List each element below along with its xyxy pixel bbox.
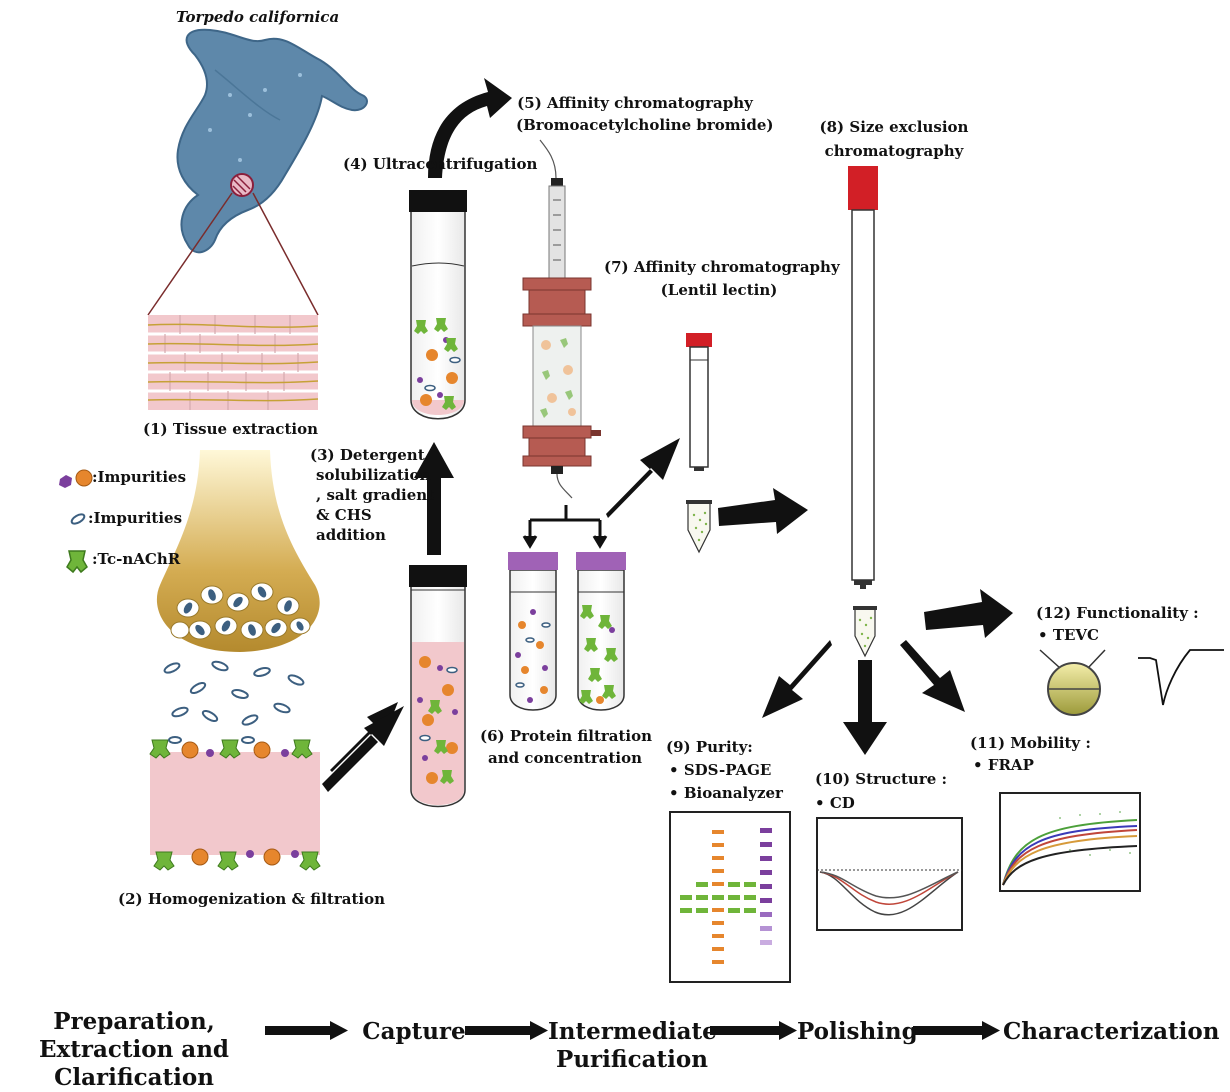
arrow-to-structure-icon bbox=[843, 660, 887, 755]
frap-curve-plot-icon bbox=[999, 792, 1141, 892]
step-6-label-line1: (6) Protein filtration bbox=[480, 727, 653, 745]
arrow-to-lectin-icon bbox=[606, 438, 680, 518]
concentrate-tube-receptor bbox=[576, 552, 626, 711]
step-3-label-line3: , salt gradient bbox=[316, 486, 435, 504]
step-11-title: (11) Mobility : bbox=[970, 734, 1091, 752]
workflow-arrow-1 bbox=[265, 1021, 348, 1040]
blue-ellipse-icon bbox=[70, 513, 86, 525]
affinity-column-icon bbox=[522, 139, 601, 499]
zoom-lines bbox=[147, 192, 319, 316]
homogenate-tube-icon bbox=[409, 565, 467, 808]
workflow-arrow-4 bbox=[913, 1021, 1000, 1040]
membrane-bottom-particles bbox=[153, 848, 321, 871]
membrane-homogenate bbox=[149, 736, 321, 871]
sec-eluate-tube-icon bbox=[853, 606, 877, 658]
torpedo-fish-icon bbox=[176, 28, 368, 254]
workflow-stage-polishing: Polishing bbox=[797, 1018, 918, 1045]
step-5-label-line1: (5) Affinity chromatography bbox=[517, 94, 753, 112]
synapse-icon bbox=[156, 450, 320, 726]
step-10-item-cd: CD bbox=[815, 794, 855, 813]
arrow-to-functionality-icon bbox=[924, 589, 1013, 638]
legend-label-receptor: :Tc-nAChR bbox=[92, 550, 181, 568]
step-10-title: (10) Structure : bbox=[815, 770, 948, 788]
lectin-column-icon bbox=[686, 333, 712, 471]
workflow-arrow-3 bbox=[710, 1021, 797, 1040]
cd-spectrum-plot-icon bbox=[816, 817, 963, 931]
purple-orange-particle-icon bbox=[59, 469, 93, 488]
legend-label-impurities-particles: :Impurities bbox=[92, 468, 187, 486]
step-11-item-frap: FRAP bbox=[973, 756, 1034, 775]
step-3-label-line1: (3) Detergent bbox=[310, 446, 425, 464]
step-7-label-line2: (Lentil lectin) bbox=[660, 281, 778, 299]
green-receptor-icon bbox=[66, 550, 88, 574]
workflow-stage-preparation: Preparation, Extraction and Clarificatio… bbox=[38, 1008, 230, 1091]
step-12-item-tevc: TEVC bbox=[1038, 626, 1099, 645]
electric-organ-tissue bbox=[147, 315, 319, 410]
arrow-tube-up-icon bbox=[414, 442, 454, 555]
step-9-item-bioanalyzer: Bioanalyzer bbox=[669, 784, 783, 803]
organism-label: Torpedo californica bbox=[176, 8, 340, 26]
tevc-oocyte-icon bbox=[1039, 649, 1106, 716]
arrow-curved-to-column-icon bbox=[428, 78, 512, 178]
step-1-label: (1) Tissue extraction bbox=[143, 420, 318, 438]
membrane-top-particles bbox=[149, 736, 313, 759]
step-9-title: (9) Purity: bbox=[666, 738, 753, 756]
arrow-to-tube-icon bbox=[322, 702, 404, 792]
workflow-stage-characterization: Characterization bbox=[1003, 1018, 1220, 1045]
step-3-label-line5: addition bbox=[316, 526, 386, 544]
arrow-to-mobility-icon bbox=[900, 640, 965, 712]
step-4-label: (4) Ultracentrifugation bbox=[343, 155, 538, 173]
lectin-eluate-tube-icon bbox=[686, 500, 712, 554]
step-9-item-sds-page: SDS-PAGE bbox=[669, 761, 772, 780]
arrow-to-purity-icon bbox=[762, 640, 832, 718]
step-8-label-line1: (8) Size exclusion bbox=[819, 118, 969, 136]
step-8-label-line2: chromatography bbox=[824, 142, 964, 160]
step-5-label-line2: (Bromoacetylcholine bromide) bbox=[516, 116, 774, 134]
step-12-title: (12) Functionality : bbox=[1036, 604, 1199, 622]
step-3-label-line2: solubilization bbox=[316, 466, 431, 484]
legend-label-impurities-vesicles: :Impurities bbox=[88, 509, 183, 527]
workflow-stage-capture: Capture bbox=[362, 1018, 466, 1045]
split-bracket bbox=[522, 505, 608, 549]
tevc-current-trace-icon bbox=[1138, 649, 1224, 706]
step-2-label: (2) Homogenization & filtration bbox=[118, 890, 385, 908]
workflow-stage-intermediate-purification: Intermediate Purification bbox=[548, 1018, 717, 1073]
filtrate-tube-impurities bbox=[508, 552, 558, 711]
step-3-label-line4: & CHS bbox=[316, 506, 372, 524]
sds-page-gel-icon bbox=[669, 811, 791, 983]
sec-column-icon bbox=[848, 166, 878, 589]
arrow-to-sec-icon bbox=[718, 488, 808, 534]
workflow-arrow-2 bbox=[465, 1021, 548, 1040]
step-6-label-line2: and concentration bbox=[487, 749, 643, 767]
step-7-label-line1: (7) Affinity chromatography bbox=[604, 258, 840, 276]
ultracentrifuge-tube-icon bbox=[409, 190, 467, 420]
